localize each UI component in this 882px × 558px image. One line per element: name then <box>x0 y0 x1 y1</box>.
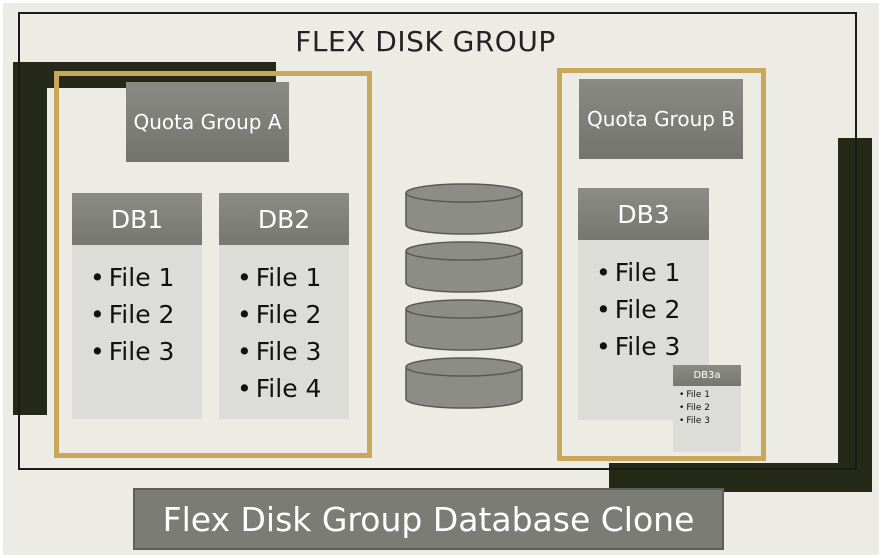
flex-disk-group-title: FLEX DISK GROUP <box>295 25 556 58</box>
clone-banner: Flex Disk Group Database Clone <box>133 488 724 550</box>
db1-header: DB1 <box>72 193 202 245</box>
db1-file-item: File 2 <box>90 296 202 333</box>
quota-group-b-border <box>557 68 766 461</box>
db3a-file-item: File 1 <box>679 389 741 402</box>
db3a-file-item: File 2 <box>679 402 741 415</box>
db1-file-item: File 3 <box>90 333 202 370</box>
diagram-canvas: FLEX DISK GROUP Quota Group A DB1 File 1… <box>3 3 879 555</box>
quota-group-a-border <box>54 71 372 458</box>
db3a-file-item: File 3 <box>679 415 741 428</box>
db2-header: DB2 <box>219 193 349 245</box>
flex-disk-group-frame <box>18 12 857 470</box>
db3-file-item: File 3 <box>596 328 709 365</box>
db2-file-item: File 4 <box>237 370 349 407</box>
disk-stack-icon <box>405 183 523 409</box>
db1-file-item: File 1 <box>90 259 202 296</box>
quota-group-b-label: Quota Group B <box>579 79 743 159</box>
disk-platter-icon <box>405 299 523 351</box>
db1-file-list: File 1 File 2 File 3 <box>72 245 202 419</box>
db2-file-item: File 1 <box>237 259 349 296</box>
db2-file-item: File 3 <box>237 333 349 370</box>
db2-file-list: File 1 File 2 File 3 File 4 <box>219 245 349 419</box>
db3-file-item: File 2 <box>596 291 709 328</box>
db3a-header: DB3a <box>673 365 741 386</box>
db2-file-item: File 2 <box>237 296 349 333</box>
db3-header: DB3 <box>578 188 709 240</box>
db3a-file-list: File 1 File 2 File 3 <box>673 386 741 452</box>
db3-file-item: File 1 <box>596 254 709 291</box>
disk-platter-icon <box>405 241 523 293</box>
disk-platter-icon <box>405 357 523 409</box>
quota-group-a-label: Quota Group A <box>126 82 289 162</box>
disk-platter-icon <box>405 183 523 235</box>
